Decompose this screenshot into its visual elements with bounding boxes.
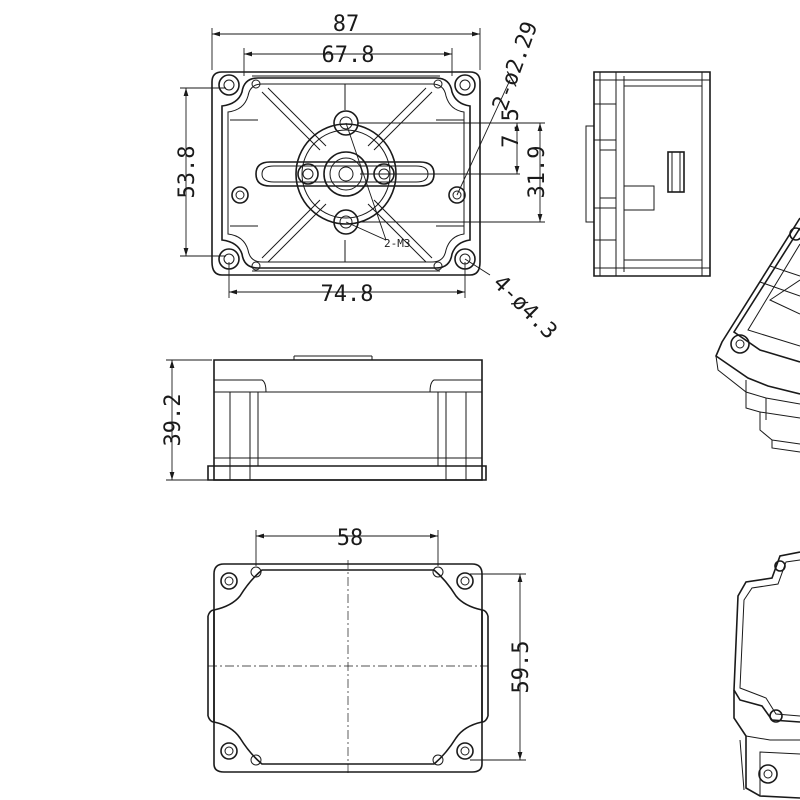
dim-offset: 7.5 — [499, 108, 524, 148]
dim-bottom-width: 58 — [337, 526, 364, 551]
dim-mount-holes: 4-ø4.3 — [488, 271, 562, 345]
dim-inner-width: 67.8 — [322, 43, 375, 68]
dim-overall-width: 87 — [333, 12, 360, 37]
mount-hole-icon — [220, 572, 474, 760]
dim-hole-spacing: 74.8 — [321, 282, 374, 307]
mount-hole-icon — [218, 74, 476, 270]
dim-bottom-height: 59.5 — [509, 641, 534, 694]
bottom-view: 58 59.5 — [207, 526, 534, 776]
isometric-view-open — [715, 217, 800, 453]
front-side-view: 39.2 — [161, 355, 487, 481]
right-side-view — [585, 71, 711, 277]
dim-thread: 2-M3 — [384, 237, 411, 250]
dim-side-height: 39.2 — [161, 394, 186, 447]
isometric-view-closed — [733, 551, 800, 799]
dim-boss-spacing: 31.9 — [525, 146, 550, 199]
dim-small-hole: 2-ø2.29 — [488, 18, 543, 114]
top-view: 87 67.8 74.8 53.8 7.5 31.9 2-ø2.29 4-ø4.… — [175, 12, 562, 344]
dim-height: 53.8 — [175, 146, 200, 199]
